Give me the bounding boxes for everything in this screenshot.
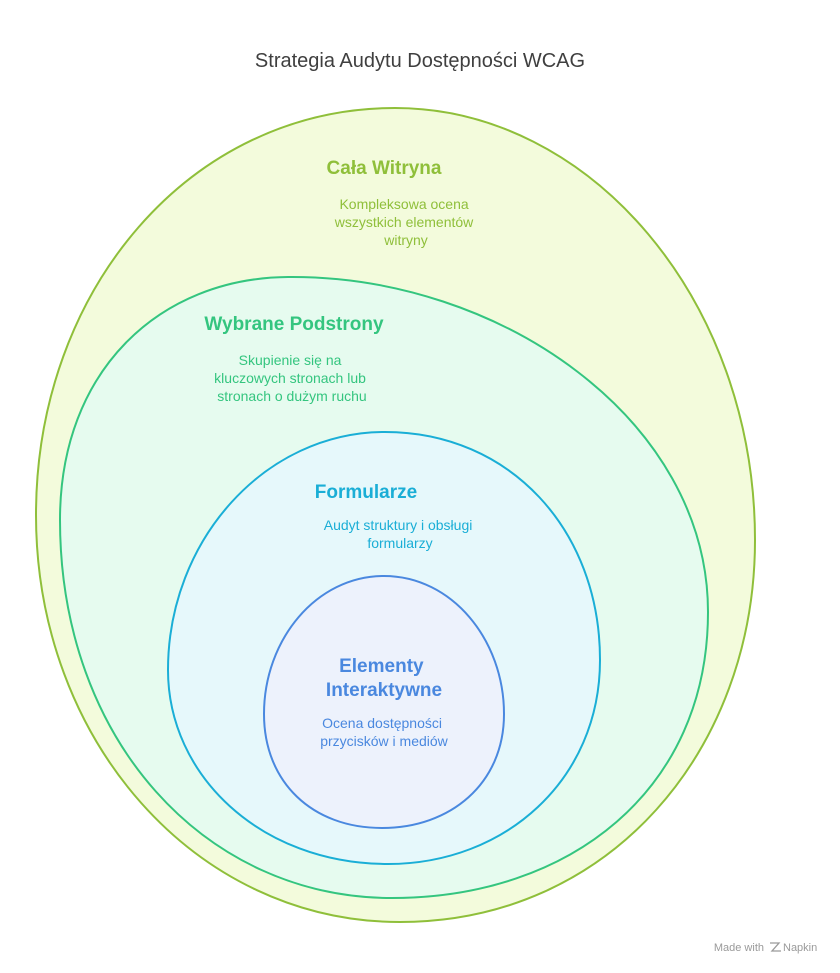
level-interactive-heading-line: Interaktywne bbox=[326, 680, 442, 701]
level-interactive-description-line: Ocena dostępności bbox=[322, 715, 442, 731]
level-subpages-description-line: Skupienie się na bbox=[239, 352, 342, 368]
level-interactive-description: Ocena dostępności przycisków i mediów bbox=[320, 715, 448, 749]
level-interactive-description-line: przycisków i mediów bbox=[320, 733, 448, 749]
watermark-prefix: Made with bbox=[714, 942, 764, 954]
level-site-description-line: Kompleksowa ocena bbox=[339, 196, 468, 212]
level-site-description-line: witryny bbox=[383, 232, 428, 248]
level-forms-description-line: formularzy bbox=[367, 535, 432, 551]
level-interactive-shape bbox=[262, 574, 506, 830]
level-subpages-heading: Wybrane Podstrony bbox=[204, 314, 384, 335]
level-forms-heading: Formularze bbox=[315, 482, 417, 503]
level-site-description: Kompleksowa ocena wszystkich elementów w… bbox=[334, 196, 477, 248]
diagram-title: Strategia Audytu Dostępności WCAG bbox=[255, 50, 585, 72]
level-subpages-description: Skupienie się na kluczowych stronach lub… bbox=[214, 352, 370, 404]
level-forms-description: Audyt struktury i obsługi formularzy bbox=[324, 517, 477, 551]
level-subpages-description-line: kluczowych stronach lub bbox=[214, 370, 366, 386]
level-interactive-heading: Elementy Interaktywne bbox=[326, 656, 442, 701]
level-site-heading: Cała Witryna bbox=[327, 158, 442, 179]
napkin-logo-icon bbox=[770, 942, 781, 952]
level-forms-description-line: Audyt struktury i obsługi bbox=[324, 517, 473, 533]
level-subpages-description-line: stronach o dużym ruchu bbox=[217, 388, 366, 404]
level-interactive-heading-line: Elementy bbox=[339, 656, 424, 677]
level-site-description-line: wszystkich elementów bbox=[334, 214, 474, 230]
watermark-brand: Napkin bbox=[783, 942, 817, 954]
